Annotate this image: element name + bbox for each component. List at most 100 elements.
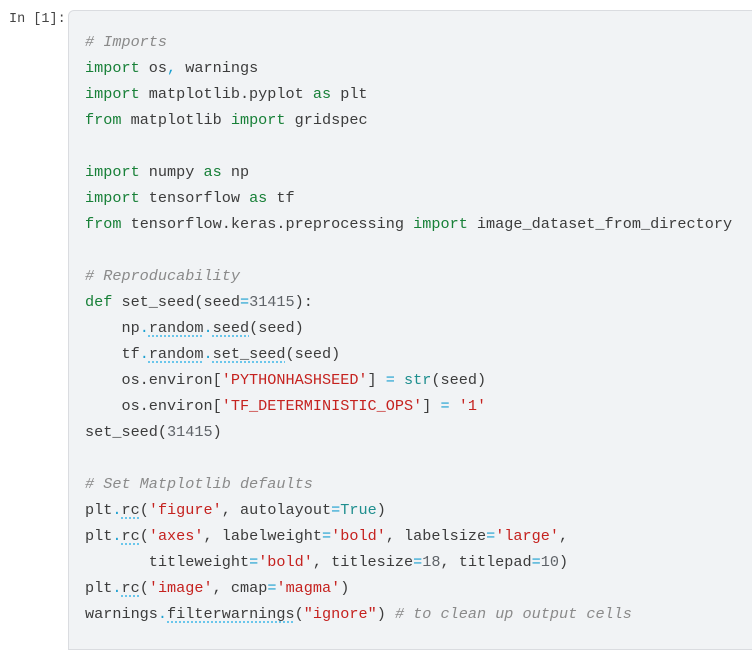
code-token: str — [404, 371, 432, 389]
code-line: np.random.seed(seed) — [85, 315, 732, 341]
code-token: random — [148, 319, 204, 337]
code-token: np — [85, 319, 140, 337]
code-line: os.environ['TF_DETERMINISTIC_OPS'] = '1' — [85, 393, 732, 419]
code-token: = — [413, 553, 423, 571]
code-token: . — [139, 345, 149, 363]
code-token: import — [413, 215, 468, 233]
code-token: tensorflow.keras.preprocessing — [121, 215, 414, 233]
code-line — [85, 445, 732, 471]
code-token: os.environ[ — [85, 397, 222, 415]
code-token: 'TF_DETERMINISTIC_OPS' — [221, 397, 423, 415]
code-token: from — [85, 111, 122, 129]
code-token: set_seed( — [85, 423, 168, 441]
code-token: warnings — [176, 59, 259, 77]
code-line — [85, 237, 732, 263]
code-token: . — [112, 579, 122, 597]
code-token: ( — [139, 527, 149, 545]
code-line: # Set Matplotlib defaults — [85, 471, 732, 497]
code-token: 'bold' — [331, 527, 386, 545]
code-token: , titlesize — [312, 553, 414, 571]
code-line — [85, 133, 732, 159]
code-token: # Set Matplotlib defaults — [85, 475, 313, 493]
code-line: plt.rc('image', cmap='magma') — [85, 575, 732, 601]
code-token: matplotlib.pyplot — [139, 85, 313, 103]
code-token: # Reproducability — [85, 267, 240, 285]
code-token: rc — [121, 579, 140, 597]
code-token: "ignore" — [303, 605, 377, 623]
code-token: 'image' — [148, 579, 213, 597]
code-token: tensorflow — [139, 189, 250, 207]
code-token: import — [85, 59, 140, 77]
code-token: 10 — [540, 553, 559, 571]
cell-prompt: In [1]: — [9, 12, 66, 27]
code-token: . — [112, 501, 122, 519]
code-line: titleweight='bold', titlesize=18, titlep… — [85, 549, 732, 575]
code-token: ) — [212, 423, 222, 441]
code-token: # to clean up output cells — [394, 605, 632, 623]
code-token: plt — [85, 527, 113, 545]
code-token: . — [139, 319, 149, 337]
code-token: ( — [294, 605, 304, 623]
code-token: plt — [331, 85, 368, 103]
code-token: np — [221, 163, 250, 181]
code-token: as — [203, 163, 222, 181]
code-line: import matplotlib.pyplot as plt — [85, 81, 732, 107]
code-line: plt.rc('axes', labelweight='bold', label… — [85, 523, 732, 549]
code-token: ( — [139, 579, 149, 597]
code-token: 'figure' — [148, 501, 222, 519]
code-token: . — [203, 319, 213, 337]
code-token: , — [559, 527, 569, 545]
code-token: ] — [367, 371, 386, 389]
code-token: tf — [267, 189, 295, 207]
code-token: '1' — [458, 397, 487, 415]
code-token: 'PYTHONHASHSEED' — [221, 371, 368, 389]
code-token: 31415 — [167, 423, 213, 441]
code-token: plt — [85, 579, 113, 597]
code-token: . — [112, 527, 122, 545]
code-token: image_dataset_from_directory — [467, 215, 733, 233]
code-token: = — [322, 527, 332, 545]
code-token: True — [340, 501, 377, 519]
code-token: numpy — [139, 163, 204, 181]
code-token: filterwarnings — [167, 605, 295, 623]
code-line: def set_seed(seed=31415): — [85, 289, 732, 315]
code-token: rc — [121, 527, 140, 545]
code-token: , titlepad — [440, 553, 532, 571]
code-token: = — [385, 371, 395, 389]
code-token: set_seed — [212, 345, 286, 363]
code-token: 31415 — [249, 293, 295, 311]
code-line: os.environ['PYTHONHASHSEED'] = str(seed) — [85, 367, 732, 393]
code-token: 'bold' — [258, 553, 313, 571]
code-token: 'axes' — [148, 527, 204, 545]
code-token: . — [157, 605, 168, 623]
code-token: , autolayout — [221, 501, 332, 519]
code-line: set_seed(31415) — [85, 419, 732, 445]
code-token: warnings — [85, 605, 158, 623]
code-token: = — [267, 579, 277, 597]
code-line: from tensorflow.keras.preprocessing impo… — [85, 211, 732, 237]
code-token: ) — [559, 553, 569, 571]
code-token: import — [85, 189, 140, 207]
code-token: seed — [212, 319, 250, 337]
code-token: , — [167, 59, 177, 77]
code-token: ) — [340, 579, 350, 597]
code-token: 18 — [422, 553, 441, 571]
code-token: from — [85, 215, 122, 233]
code-token: ] — [422, 397, 441, 415]
code-token: , labelsize — [385, 527, 487, 545]
code-token: as — [312, 85, 332, 103]
code-line: # Reproducability — [85, 263, 732, 289]
code-line: import os, warnings — [85, 55, 732, 81]
code-token: = — [486, 527, 496, 545]
code-token: (seed) — [249, 319, 304, 337]
code-token — [450, 397, 459, 415]
code-token: tf — [85, 345, 140, 363]
code-line: # Imports — [85, 29, 732, 55]
code-token: # Imports — [85, 33, 168, 51]
code-token: def — [85, 293, 113, 311]
code-line: import tensorflow as tf — [85, 185, 732, 211]
code-token: = — [531, 553, 541, 571]
code-token: = — [249, 553, 259, 571]
